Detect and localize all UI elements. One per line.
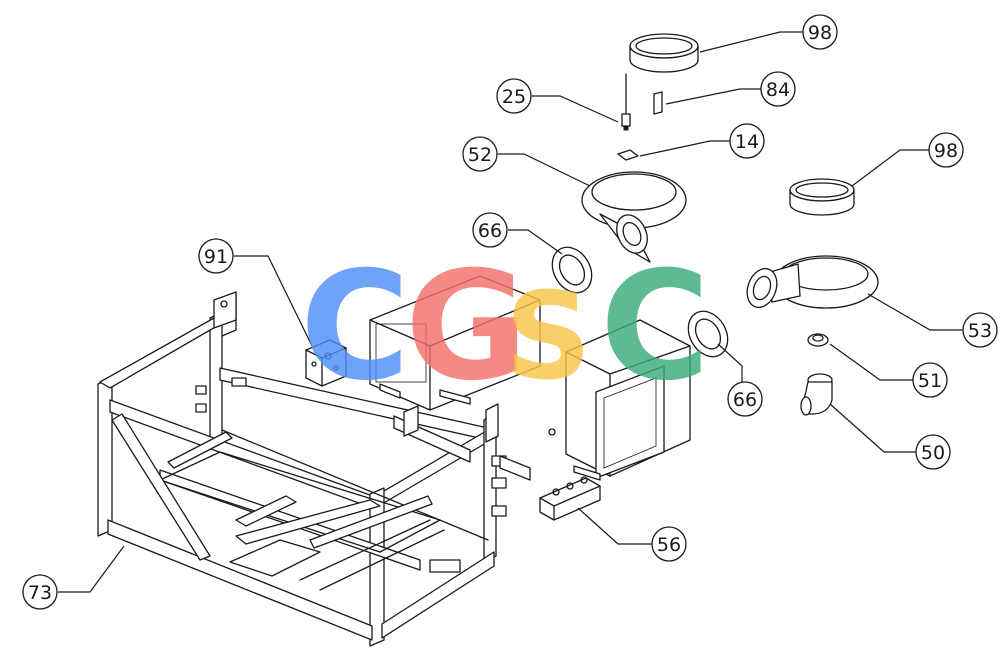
ring-top-part (629, 33, 699, 73)
callout-label: 73 (28, 582, 52, 604)
manifold-block-part (539, 476, 601, 521)
callout-label: 66 (733, 389, 757, 411)
callout-91: 91 (198, 238, 234, 274)
callout-50: 50 (915, 434, 951, 470)
callout-98-top: 98 (802, 14, 838, 50)
callout-84: 84 (760, 71, 796, 107)
right-housing-part (548, 319, 691, 481)
callout-label: 25 (502, 86, 526, 108)
callout-label: 14 (735, 131, 759, 153)
callout-51: 51 (912, 362, 948, 398)
callout-label: 50 (921, 442, 945, 464)
fastener-part (617, 149, 639, 161)
callout-66-left: 66 (472, 212, 508, 248)
flange-right-part (687, 310, 729, 358)
callout-25: 25 (496, 78, 532, 114)
elbow-fitting-part (800, 373, 833, 416)
callout-98-right: 98 (928, 132, 964, 168)
leader-lines (58, 31, 963, 593)
center-housing-part (369, 275, 541, 411)
callouts: 98 25 84 14 52 98 66 91 53 66 51 50 56 7… (22, 14, 998, 610)
clip-part (653, 91, 663, 115)
fan-housing-right-part (746, 255, 879, 309)
watermark-letter: G (405, 240, 528, 414)
callout-73: 73 (22, 574, 58, 610)
callout-label: 98 (934, 140, 958, 162)
callout-label: 51 (918, 370, 942, 392)
callout-label: 52 (468, 144, 492, 166)
watermark-letter: C (600, 240, 710, 414)
callout-56: 56 (651, 526, 687, 562)
callout-label: 53 (968, 320, 992, 342)
callout-14: 14 (729, 123, 765, 159)
sensor-part (621, 73, 631, 131)
ring-right-part (789, 178, 855, 216)
fan-housing-left-part (581, 171, 687, 263)
flange-left-part (551, 246, 593, 294)
callout-66-right: 66 (727, 381, 763, 417)
watermark-letter: C (300, 240, 410, 414)
watermark-logo: C G S C (300, 240, 710, 414)
callout-label: 66 (478, 220, 502, 242)
watermark-letter: S (505, 268, 591, 407)
base-frame-part (97, 291, 531, 647)
callout-label: 84 (766, 79, 790, 101)
callout-53: 53 (962, 312, 998, 348)
nut-part (807, 333, 829, 347)
terminal-block-part (305, 339, 347, 387)
callout-52: 52 (462, 136, 498, 172)
callout-label: 91 (204, 246, 228, 268)
callout-label: 98 (808, 22, 832, 44)
callout-label: 56 (657, 534, 681, 556)
